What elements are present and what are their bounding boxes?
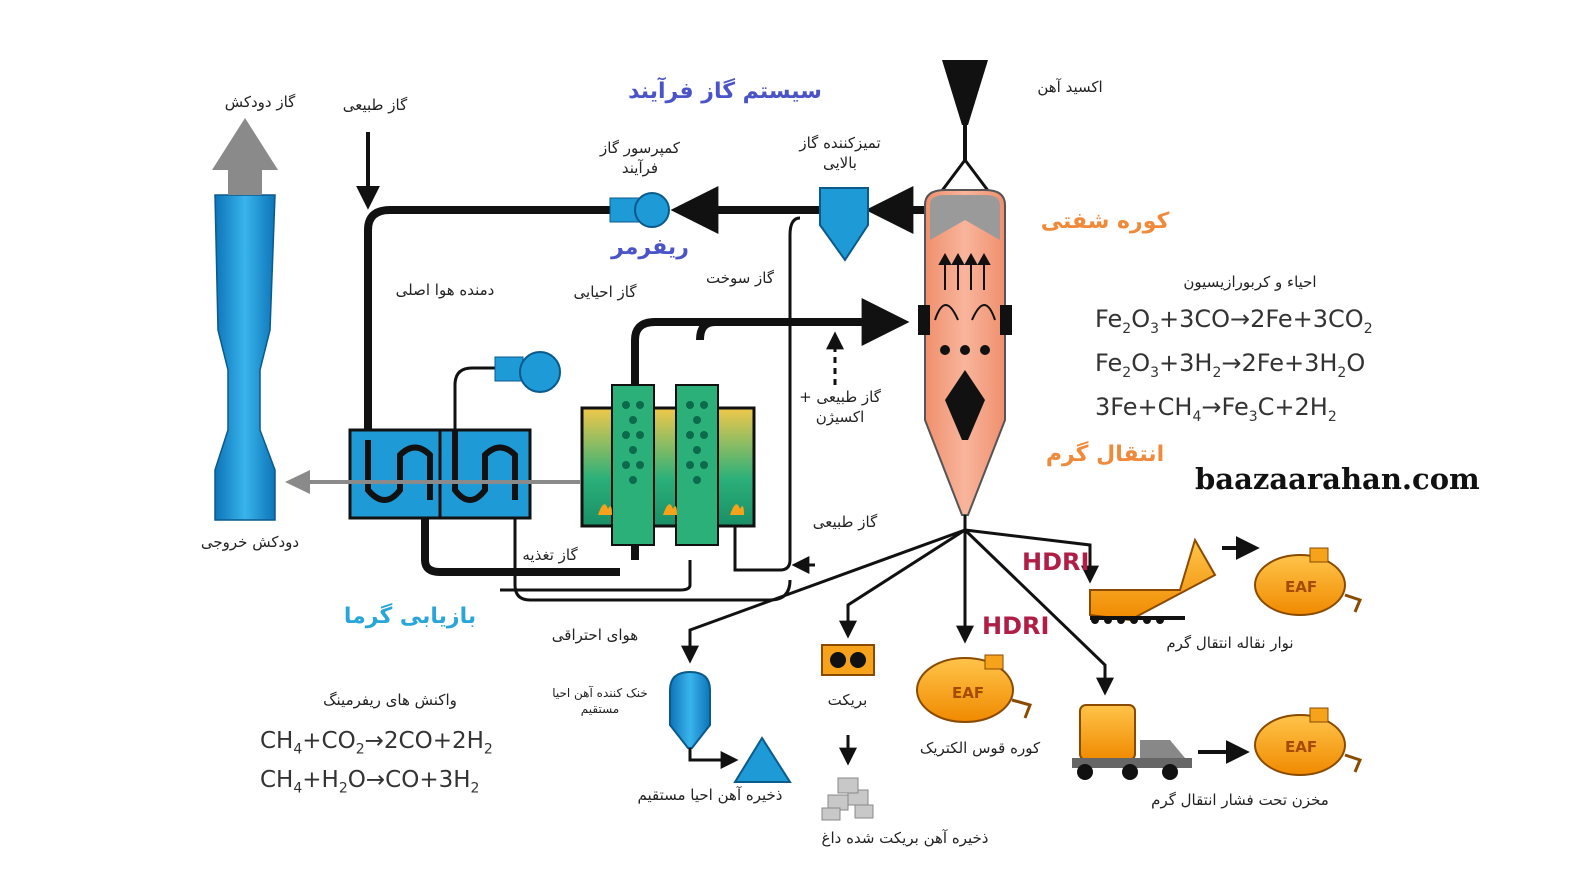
label-hot-transfer-conveyor: نوار نقاله انتقال گرم — [1166, 634, 1294, 652]
equation-line: CH4+CO2→2CO+2H2 — [260, 728, 493, 758]
iron-oxide-hopper — [933, 60, 997, 201]
label-natural-gas-oxygen: گاز طبیعی + اکسیژن — [799, 388, 881, 426]
label-top-gas-scrubber: تمیزکننده گاز بالایی — [799, 134, 881, 172]
label-flue-gas: گاز دودکش — [224, 93, 296, 111]
header-heat-recovery: بازیابی گرما — [343, 604, 477, 629]
header-heat-transfer: انتقال گرم — [1045, 442, 1165, 467]
hbi-storage-pile — [821, 777, 874, 821]
process-gas-compressor — [609, 192, 670, 228]
equation-line: CH4+H2O→CO+3H2 — [260, 766, 480, 797]
label-hot-transport-vessel: مخزن تحت فشار انتقال گرم — [1151, 791, 1329, 809]
label-hdri-top: HDRI — [1022, 548, 1090, 576]
header-shaft-furnace: کوره شفتی — [1040, 209, 1170, 234]
dri-cooler — [669, 670, 739, 769]
briquette-block — [821, 644, 875, 766]
eaf-furnace-mid: EAF — [916, 654, 1032, 723]
hot-transport-truck — [1072, 704, 1250, 780]
label-main-air-blower: دمنده هوا اصلی — [395, 281, 495, 299]
eaf-label: EAF — [952, 684, 984, 702]
label-electric-arc-furnace: کوره قوس الکتریک — [919, 739, 1041, 757]
top-gas-scrubber — [819, 187, 869, 262]
main-air-blower — [453, 351, 561, 430]
label-iron-oxide: اکسید آهن — [1037, 78, 1103, 96]
equation-line: 3Fe+CH4→Fe3C+2H2 — [1095, 392, 1337, 425]
label-reduction-carburization: احیاء و کربورازیسیون — [1183, 273, 1317, 291]
process-gas-pipe-top — [364, 206, 612, 440]
eaf-furnace-bottom: EAF — [1254, 707, 1363, 776]
shaft-furnace — [918, 189, 1012, 516]
reducing-gas-pipe — [631, 298, 910, 560]
label-natural-gas-top: گاز طبیعی — [342, 96, 408, 114]
label-dri-storage: ذخیره آهن احیا مستقیم — [637, 786, 783, 804]
header-process-gas-system: سیستم گاز فرآیند — [628, 79, 822, 104]
label-reforming-reactions: واکنش های ریفرمینگ — [323, 691, 457, 709]
feed-gas-pipe — [421, 470, 620, 576]
label-hdri-mid: HDRI — [982, 612, 1050, 640]
dri-storage-pile — [733, 736, 792, 783]
reformer-unit — [580, 384, 756, 546]
eaf-label: EAF — [1285, 578, 1317, 596]
equation-line: Fe2O3+3CO→2Fe+3CO2 — [1095, 305, 1373, 337]
label-combustion-air: هوای احتراقی — [551, 626, 639, 644]
label-dri-cooler: خنک کننده آهن احیا مستقیم — [552, 686, 648, 716]
flue-gas-stack — [212, 118, 278, 521]
label-natural-gas-bottom: گاز طبیعی — [812, 513, 878, 531]
distribution-lines — [681, 515, 1114, 696]
label-reducing-gas: گاز احیایی — [573, 283, 637, 301]
stack-exhaust-arrow — [212, 118, 278, 195]
eaf-furnace-top: EAF — [1254, 547, 1363, 616]
label-reformer: ریفرمر — [611, 235, 689, 260]
label-process-gas-compressor: کمپرسور گاز فرآیند — [600, 139, 680, 177]
eaf-label: EAF — [1285, 738, 1317, 756]
heat-recovery-unit — [348, 428, 532, 520]
label-exhaust-stack: دودکش خروجی — [200, 533, 300, 551]
equation-line: Fe2O3+3H2→2Fe+3H2O — [1095, 348, 1366, 381]
fuel-gas-pipe — [733, 216, 801, 572]
hot-transfer-conveyor — [1089, 536, 1260, 624]
label-fuel-gas: گاز سوخت — [705, 269, 775, 287]
label-hbi-storage: ذخیره آهن بریکت شده داغ — [821, 829, 989, 847]
website-watermark: baazaarahan.com — [1195, 462, 1480, 496]
label-briquette: بریکت — [827, 691, 868, 709]
label-feed-gas: گاز تغذیه — [522, 546, 578, 564]
